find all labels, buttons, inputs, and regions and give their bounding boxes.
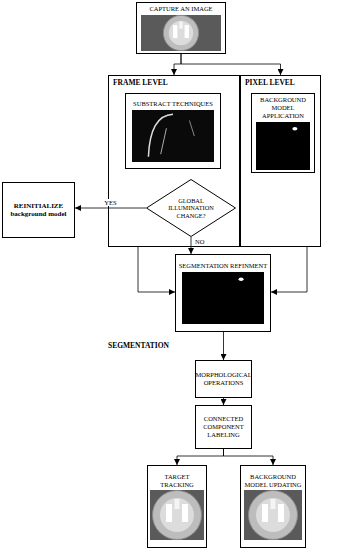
node-label: BACKGROUND MODEL UPDATING	[243, 473, 303, 489]
flow-arrow	[223, 398, 224, 405]
pixel-level-region: PIXEL LEVEL BACKGROUND MODEL APPLICATION	[240, 75, 321, 247]
node-label: BACKGROUND MODEL APPLICATION	[254, 96, 312, 119]
edge-label: YES	[103, 199, 117, 206]
frame-level-region: FRAME LEVEL SUBSTRACT TECHNIQUES GLOBAL IL…	[108, 75, 240, 247]
node-label: SEGMENTATION REFINMENT	[179, 262, 268, 270]
flow-arrow	[223, 332, 224, 360]
process-box: SEGMENTATION REFINMENT	[175, 254, 271, 332]
process-box: MORPHOLOGICAL OPERATIONS	[195, 360, 252, 398]
flow-arrow	[75, 208, 146, 209]
process-box: BACKGROUND MODEL APPLICATION	[251, 93, 315, 173]
segmentation-region: SEGMENTATION FRAME LEVEL SUBSTRACT TECHNIQ…	[108, 75, 321, 350]
node-label: TARGET TRACKING	[150, 473, 204, 489]
fish-image	[150, 490, 204, 540]
process-box: CONNECTED COMPONENT LABELING	[195, 405, 252, 449]
black-image	[182, 272, 264, 324]
flow-arrow	[224, 449, 274, 465]
node-label: SUBSTRACT TECHNIQUES	[133, 100, 213, 108]
node-label: CONNECTED COMPONENT LABELING	[198, 415, 249, 438]
black-image	[256, 122, 310, 170]
fish-image	[244, 490, 302, 540]
flow-arrow	[174, 54, 181, 75]
region-heading: SEGMENTATION	[108, 341, 321, 350]
region-heading: PIXEL LEVEL	[245, 78, 316, 87]
node-label: CAPTURE AN IMAGE	[149, 5, 212, 13]
flow-arrow	[181, 54, 281, 75]
region-heading: FRAME LEVEL	[113, 78, 235, 87]
flow-arrow	[191, 237, 192, 254]
flow-arrow	[138, 247, 175, 292]
flow-arrow	[177, 449, 224, 465]
image-box: CAPTURE AN IMAGE	[136, 2, 226, 54]
process-box: SUBSTRACT TECHNIQUES	[125, 93, 221, 169]
dark-image	[132, 110, 214, 162]
edge-label: NO	[194, 238, 205, 245]
process-box: REINITIALIZE background model	[2, 182, 75, 238]
process-box: BACKGROUND MODEL UPDATING	[240, 465, 306, 548]
node-label: GLOBAL ILLUMINATION CHANGE?	[162, 197, 220, 220]
decision-diamond: GLOBAL ILLUMINATION CHANGE?	[146, 179, 236, 237]
fish-image	[141, 15, 221, 51]
flow-arrow	[271, 247, 307, 292]
node-label: REINITIALIZE background model	[5, 202, 72, 219]
process-box: TARGET TRACKING	[147, 465, 207, 548]
node-label: MORPHOLOGICAL OPERATIONS	[195, 371, 251, 387]
